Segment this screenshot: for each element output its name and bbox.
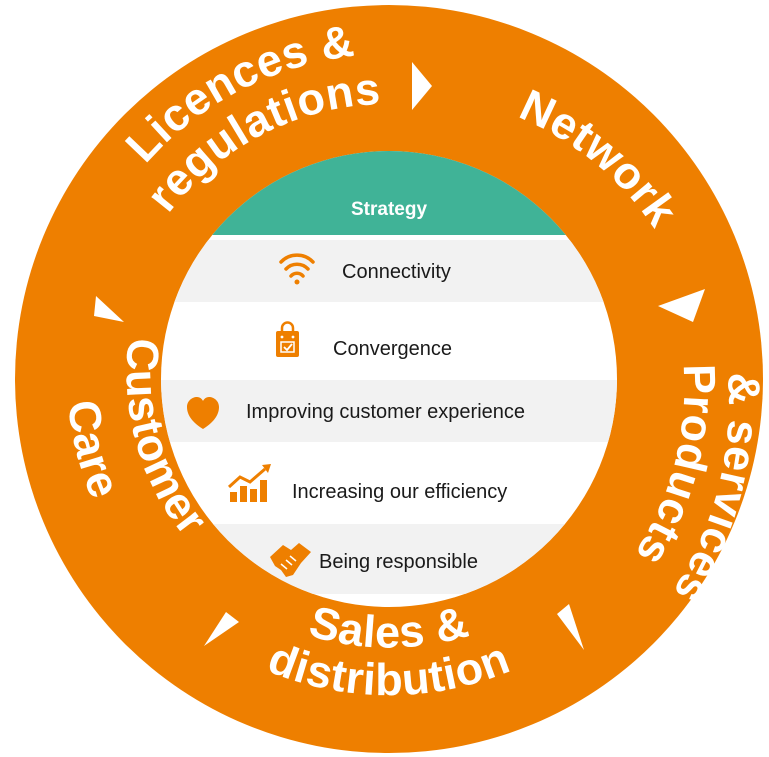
handshake-icon — [270, 543, 311, 577]
strategy-item-efficiency: Increasing our efficiency — [292, 481, 507, 503]
shopping-bag-icon — [276, 321, 299, 357]
separator-arrow-top — [412, 62, 432, 110]
separator-arrow-bottom-right — [557, 604, 584, 650]
wifi-icon — [279, 253, 315, 285]
growth-chart-icon — [227, 464, 271, 502]
heart-icon — [187, 397, 219, 429]
strategy-title: Strategy — [351, 199, 427, 220]
separator-arrow-right — [658, 289, 705, 322]
strategy-item-connectivity: Connectivity — [342, 261, 451, 283]
separator-arrow-bottom-left — [204, 612, 239, 646]
separator-arrow-left — [94, 296, 124, 322]
row-bg-connectivity — [161, 240, 617, 302]
strategy-item-customer-experience: Improving customer experience — [246, 401, 525, 423]
strategy-item-convergence: Convergence — [333, 338, 452, 360]
strategy-item-responsible: Being responsible — [319, 551, 478, 573]
row-bg-customer-experience — [161, 380, 617, 442]
